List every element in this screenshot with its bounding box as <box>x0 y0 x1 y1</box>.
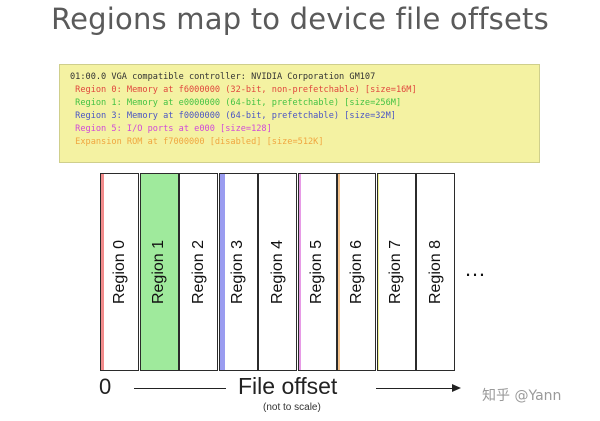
axis-line-right <box>376 388 454 389</box>
lspci-line: Region 1: Memory at e0000000 (64-bit, pr… <box>70 98 402 108</box>
axis-note: (not to scale) <box>263 402 321 413</box>
region-column: Region 8 <box>416 173 455 371</box>
axis-title: File offset <box>238 373 338 399</box>
region-column: Region 2 <box>179 173 218 371</box>
region-label: Region 7 <box>387 239 404 305</box>
lspci-line: Expansion ROM at f7000000 [disabled] [si… <box>70 137 324 147</box>
region-column: Region 3 <box>218 173 258 371</box>
region-column: Region 6 <box>337 173 376 371</box>
region-column: Region 1 <box>139 173 179 371</box>
region-used-fill <box>298 174 302 370</box>
region-label: Region 6 <box>347 239 365 305</box>
lspci-line: Region 5: I/O ports at e000 [size=128] <box>70 124 272 134</box>
axis-line-left <box>134 388 226 389</box>
region-used-fill <box>219 174 226 370</box>
lspci-output-box: 01:00.0 VGA compatible controller: NVIDI… <box>59 64 540 163</box>
axis-arrow-icon <box>452 384 461 392</box>
lspci-line: Region 3: Memory at f0000000 (64-bit, pr… <box>70 111 396 121</box>
region-column: Region 4 <box>258 173 297 371</box>
region-label: Region 0 <box>110 239 128 305</box>
region-used-fill <box>377 174 380 370</box>
region-column: Region 0 <box>100 173 139 371</box>
region-label: Region 8 <box>426 239 444 305</box>
region-label: Region 2 <box>189 239 207 305</box>
slide-title: Regions map to device file offsets <box>51 2 549 36</box>
region-used-fill <box>338 174 340 370</box>
region-column: Region 5 <box>297 173 337 371</box>
lspci-line: Region 0: Memory at f6000000 (32-bit, no… <box>70 85 417 95</box>
region-label: Region 3 <box>229 239 246 305</box>
region-used-fill <box>140 174 178 370</box>
watermark: 知乎 @Yann <box>482 388 562 404</box>
region-label: Region 4 <box>268 239 286 305</box>
region-used-fill <box>101 174 104 370</box>
region-label: Region 1 <box>150 239 167 305</box>
axis-origin-label: 0 <box>99 374 112 399</box>
lspci-line: 01:00.0 VGA compatible controller: NVIDI… <box>70 72 376 82</box>
region-column: Region 7 <box>376 173 416 371</box>
region-label: Region 5 <box>308 239 325 305</box>
more-regions-ellipsis: … <box>464 256 486 281</box>
